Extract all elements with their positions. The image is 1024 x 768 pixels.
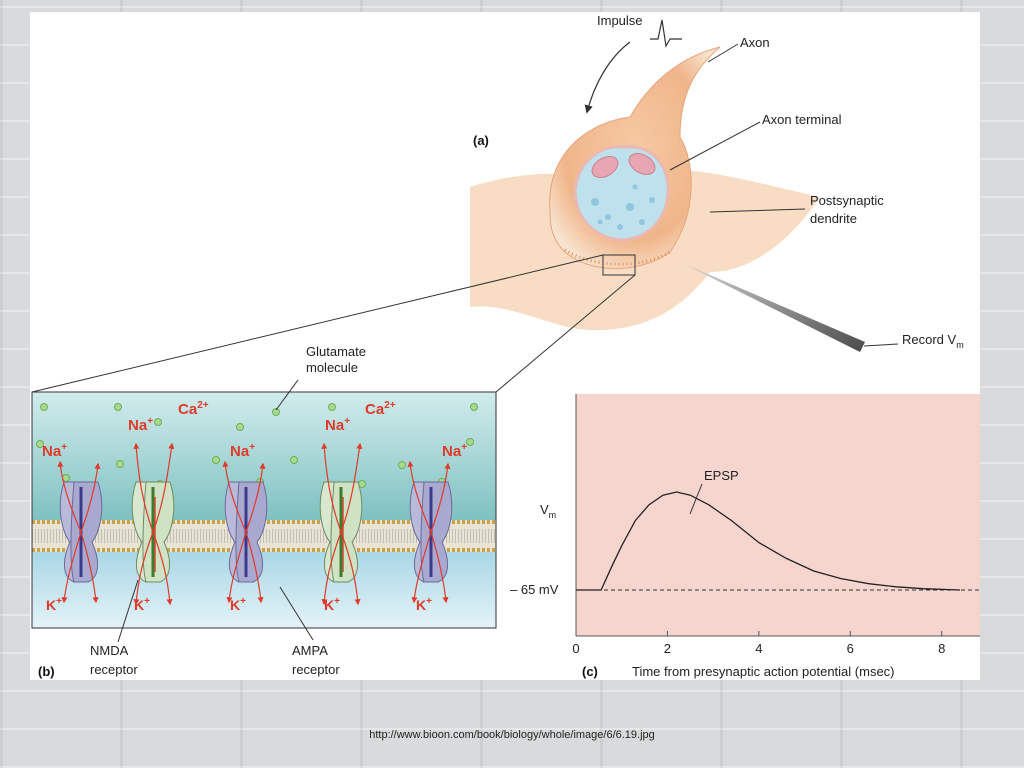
x-tick-labels: 0 2 4 6 8 [572,631,945,656]
ion-flow-arrows [57,442,451,606]
x-tick-label: 0 [572,641,579,656]
ampa-receptor-label: receptor [292,662,340,677]
na-label-1: Na+ [42,442,67,460]
panel-c-label: (c) [582,664,598,679]
ampa-receptor-3 [409,481,453,583]
record-label: Record V [902,332,957,347]
nmda-receptor-1 [131,481,175,583]
ampa-label: AMPA [292,643,328,658]
glutamate-label: Glutamate [306,344,366,359]
x-axis-label: Time from presynaptic action potential (… [632,664,895,679]
ampa-receptor-1 [59,481,103,583]
k-label-5: K+ [416,596,432,613]
source-url: http://www.bioon.com/book/biology/whole/… [369,729,655,741]
mitochondria [591,153,656,178]
nmda-label: NMDA [90,643,129,658]
axon-terminal-label: Axon terminal [762,112,842,127]
y-axis-label: Vm [540,502,556,520]
zoom-line-left [31,254,604,393]
record-subscript: m [956,340,964,350]
x-tick-label: 4 [755,641,762,656]
panel-b-membrane [31,379,497,643]
axon-terminal-leader [669,121,761,171]
postsynaptic-label: Postsynaptic [810,193,884,208]
k-label-1: K+ [46,596,62,613]
molecule-label: molecule [306,360,358,375]
impulse-arrow [584,41,631,114]
y-axis-label-main: V [540,502,549,517]
zoom-line-right [495,274,636,393]
k-label-4: K+ [324,596,340,613]
panel-a-label: (a) [473,133,489,148]
x-tick-label: 2 [664,641,671,656]
panel-b-label: (b) [38,664,55,679]
zoom-box [602,254,636,276]
impulse-label: Impulse [597,13,643,28]
na-label-5: Na+ [442,442,467,460]
k-label-2: K+ [134,596,150,613]
na-label-4: Na+ [325,416,350,434]
axon-label: Axon [740,35,770,50]
baseline-label: – 65 mV [510,582,559,597]
nmda-receptor-2 [319,481,363,583]
ampa-leader [279,586,314,641]
panel-b-border [31,391,497,629]
x-tick-label: 6 [847,641,854,656]
na-label-2: Na+ [128,416,153,434]
epsp-curve [576,491,961,591]
k-label-3: K+ [230,596,246,613]
glutamate-leader [275,379,299,411]
nmda-leader [117,579,139,643]
record-wire [863,343,899,347]
epsp-annotation: EPSP [704,468,739,483]
na-label-3: Na+ [230,442,255,460]
impulse-waveform [650,19,682,48]
slide: (a) Impulse Axon Axon terminal Postsynap… [30,12,980,680]
recording-electrode [680,262,865,352]
vesicles [591,184,655,230]
synapse-figure: (a) Impulse Axon Axon terminal Postsynap… [31,13,980,679]
ca-label-2: Ca2+ [365,400,396,418]
dendrite-leader [709,208,806,213]
nmda-receptor-label: receptor [90,662,138,677]
axon-leader [707,43,739,63]
dendrite-label: dendrite [810,211,857,226]
x-tick-label: 8 [938,641,945,656]
panel-a-illustration [31,19,899,393]
epsp-chart: 0 2 4 6 8 [572,394,980,656]
y-axis-label-subscript: m [549,510,557,520]
record-vm-label: Record Vm [902,332,964,350]
chart-background [576,394,980,636]
ca-label-1: Ca2+ [178,400,209,418]
epsp-annotation-leader [689,483,703,515]
